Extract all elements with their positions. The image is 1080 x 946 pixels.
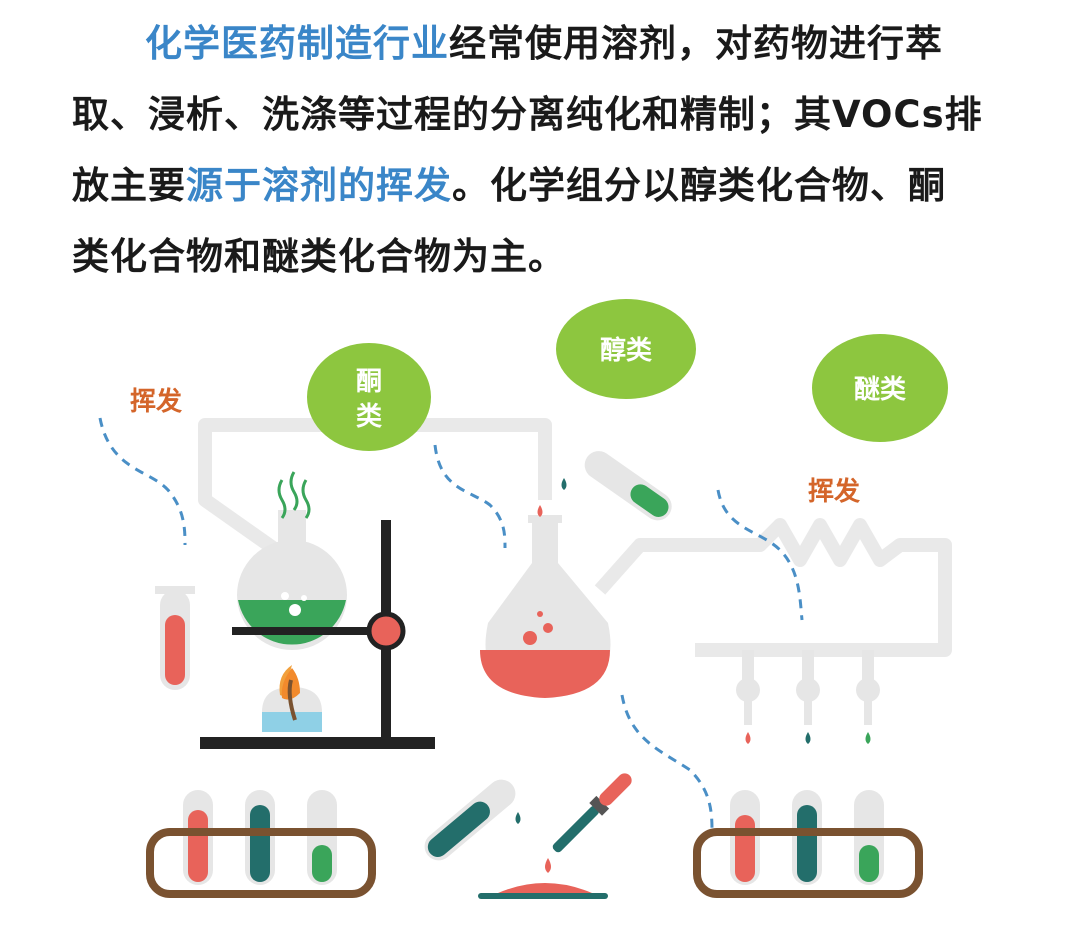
- volatilize-label-right: 挥发: [808, 476, 860, 507]
- drop-green: [865, 732, 871, 744]
- description-paragraph: 化学医药制造行业经常使用溶剂，对药物进行萃 取、浸析、洗涤等过程的分离纯化和精制…: [72, 8, 1032, 292]
- drop-teal-2: [805, 732, 811, 744]
- glass-tubing: [198, 418, 952, 657]
- alcohol-label: 醇类: [600, 335, 652, 366]
- ether-label: 醚类: [854, 375, 906, 405]
- conical-flask-red: [480, 505, 611, 698]
- funnel-array: [736, 650, 880, 725]
- dropper: [552, 773, 632, 853]
- paragraph-line-2: 取、浸析、洗涤等过程的分离纯化和精制；其VOCs排: [72, 93, 983, 136]
- ketone-label-1: 酮: [356, 367, 382, 397]
- test-tube-left: [155, 586, 195, 690]
- alcohol-bubble: 醇类: [556, 299, 696, 399]
- vapour-dashes: [98, 417, 804, 831]
- paragraph-line-3: 放主要源于溶剂的挥发。化学组分以醇类化合物、酮: [72, 150, 1032, 221]
- round-flask-green: [237, 471, 347, 650]
- line3-rest: 。化学组分以醇类化合物、酮: [452, 164, 946, 207]
- ether-bubble: 醚类: [812, 334, 948, 442]
- drop-teal: [561, 478, 567, 490]
- volatilize-label-left: 挥发: [130, 386, 182, 417]
- alcohol-burner: [262, 665, 322, 732]
- line1-text: 经常使用溶剂，对药物进行萃: [449, 22, 943, 65]
- ketone-bubble: 酮 类: [307, 343, 431, 451]
- highlight-source: 源于溶剂的挥发: [186, 164, 452, 207]
- test-tube-rack-right: [693, 790, 923, 898]
- petri-dish: [478, 883, 608, 899]
- paragraph-line-4: 类化合物和醚类化合物为主。: [72, 235, 566, 278]
- line3-start: 放主要: [72, 164, 186, 207]
- test-tube-rack-left: [146, 790, 376, 898]
- paragraph-line-1: 化学医药制造行业经常使用溶剂，对药物进行萃: [72, 8, 1032, 79]
- drop-red: [745, 732, 751, 744]
- drop-teal-3: [515, 812, 521, 824]
- pouring-test-tube: [584, 451, 672, 521]
- highlight-industry: 化学医药制造行业: [145, 22, 449, 65]
- drop-red-2: [545, 858, 551, 873]
- tilted-test-tube: [424, 779, 516, 861]
- ring-stand: [200, 520, 435, 749]
- ketone-label-2: 类: [356, 402, 382, 432]
